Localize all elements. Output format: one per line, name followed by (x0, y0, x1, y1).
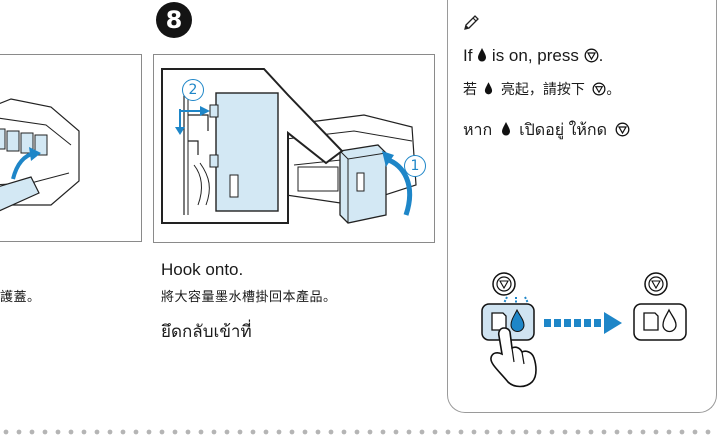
separator-dot (250, 429, 256, 435)
step8-illustration: 2 1 (153, 54, 435, 243)
separator-dot (289, 429, 295, 435)
separator-dot (341, 429, 347, 435)
separator-dot (510, 429, 516, 435)
separator-dot (224, 429, 230, 435)
separator-dot (29, 429, 35, 435)
separator-dot (575, 429, 581, 435)
separator-dot (276, 429, 282, 435)
separator-dot (133, 429, 139, 435)
separator-dot (120, 429, 126, 435)
note-zh-mid: 亮起，請按下 (500, 82, 585, 98)
separator-dot (185, 429, 191, 435)
dotted-separator (0, 422, 717, 435)
separator-dot (3, 429, 9, 435)
stop-button-icon (592, 82, 606, 100)
step-number-badge: 8 (156, 2, 192, 38)
note-line-zh: 若 亮起，請按下 。 (463, 79, 620, 100)
separator-dot (237, 429, 243, 435)
separator-dot (419, 429, 425, 435)
note-en-end: . (598, 46, 604, 65)
note-panel (447, 0, 717, 413)
separator-dot (107, 429, 113, 435)
separator-dot (380, 429, 386, 435)
separator-dot (458, 429, 464, 435)
separator-dot (549, 429, 555, 435)
ink-drop-icon (501, 122, 511, 141)
separator-dot (211, 429, 217, 435)
note-line-th: หาก เปิดอยู่ ให้กด (463, 118, 630, 143)
callout-2-circle: 2 (182, 79, 204, 101)
callout-1-circle: 1 (404, 155, 426, 177)
ink-drop-icon (477, 47, 487, 67)
previous-step-illustration (0, 54, 142, 242)
separator-dot (432, 429, 438, 435)
pencil-icon (462, 14, 480, 36)
separator-dot (55, 429, 61, 435)
separator-dot (302, 429, 308, 435)
separator-dot (536, 429, 542, 435)
separator-dot (497, 429, 503, 435)
stop-button-icon (615, 122, 630, 142)
stop-button-icon (584, 48, 599, 68)
callout-1-label: 1 (410, 158, 420, 174)
callout-2-label: 2 (188, 82, 198, 98)
separator-dot (627, 429, 633, 435)
ink-drop-icon (484, 82, 493, 99)
step8-caption-th: ยึดกลับเข้าที่ (161, 322, 252, 341)
note-en-mid: is on, press (491, 46, 579, 65)
separator-dot (445, 429, 451, 435)
separator-dot (471, 429, 477, 435)
separator-dot (16, 429, 22, 435)
separator-dot (146, 429, 152, 435)
note-en-prefix: If (463, 46, 473, 65)
separator-dot (484, 429, 490, 435)
note-th-prefix: หาก (463, 122, 493, 139)
separator-dot (94, 429, 100, 435)
separator-dot (601, 429, 607, 435)
separator-dot (679, 429, 685, 435)
separator-dot (68, 429, 74, 435)
separator-dot (692, 429, 698, 435)
separator-dot (159, 429, 165, 435)
separator-dot (640, 429, 646, 435)
note-zh-prefix: 若 (463, 82, 477, 98)
note-th-mid: เปิดอยู่ ให้กด (519, 122, 608, 139)
separator-dot (81, 429, 87, 435)
step8-caption-zh: 將大容量墨水槽掛回本產品。 (161, 290, 337, 305)
separator-dot (315, 429, 321, 435)
control-panel-illustration (470, 268, 710, 402)
separator-dot (393, 429, 399, 435)
separator-dot (523, 429, 529, 435)
separator-dot (666, 429, 672, 435)
separator-dot (263, 429, 269, 435)
separator-dot (367, 429, 373, 435)
separator-dot (406, 429, 412, 435)
separator-dot (172, 429, 178, 435)
note-line-en: If is on, press . (463, 46, 603, 68)
step8-caption-en: Hook onto. (161, 260, 244, 279)
separator-dot (42, 429, 48, 435)
note-zh-end: 。 (606, 82, 621, 98)
separator-dot (614, 429, 620, 435)
separator-dot (562, 429, 568, 435)
separator-dot (328, 429, 334, 435)
separator-dot (588, 429, 594, 435)
separator-dot (198, 429, 204, 435)
separator-dot (354, 429, 360, 435)
separator-dot (653, 429, 659, 435)
separator-dot (705, 429, 711, 435)
previous-step-caption-zh: 護蓋。 (0, 290, 41, 305)
